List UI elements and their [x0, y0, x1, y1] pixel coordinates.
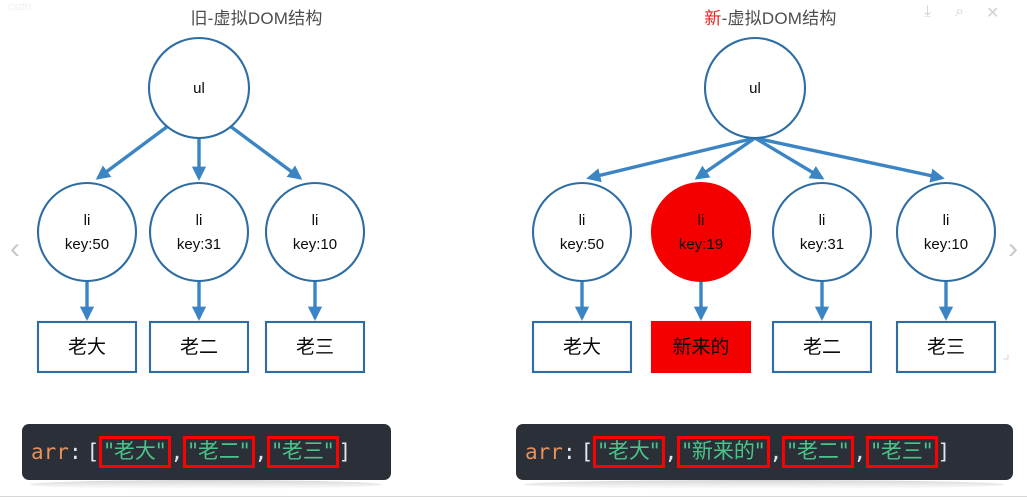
node-li-2-key: key:10: [293, 236, 337, 253]
code-item-1: "老二": [183, 435, 255, 469]
code-item-2: "老二": [782, 435, 854, 469]
close-icon[interactable]: ✕: [986, 4, 1000, 22]
node-li-3[interactable]: li key:10: [895, 181, 997, 283]
code-item-2: "老三": [267, 435, 339, 469]
code-colon: :: [562, 440, 576, 464]
code-item-3: "老三": [866, 435, 938, 469]
edges-children-to-leaves: [574, 281, 954, 321]
node-li-1-tag: li: [196, 212, 203, 229]
node-li-0-key: key:50: [65, 236, 109, 253]
code-comma-1: ,: [254, 440, 268, 464]
edges-root-to-children: [95, 124, 303, 181]
code-open-bracket: [: [580, 440, 594, 464]
panel-old-virtual-dom: 旧-虚拟DOM结构 ul: [0, 0, 513, 500]
node-li-1-key: key:31: [177, 236, 221, 253]
leaf-box-0[interactable]: 老大: [531, 320, 633, 374]
leaf-box-3-label: 老三: [927, 336, 965, 358]
code-comma-2: ,: [853, 440, 867, 464]
node-li-0-tag: li: [84, 212, 91, 229]
code-strip-new: arr:["老大","新来的","老二","老三"]: [516, 424, 1013, 480]
code-item-1: "新来的": [677, 435, 770, 469]
code-item-0: "老大": [99, 435, 171, 469]
node-li-2[interactable]: li key:31: [771, 181, 873, 283]
leaf-box-0[interactable]: 老大: [36, 320, 138, 374]
download-icon[interactable]: ⤓: [924, 2, 932, 20]
leaf-box-1-label: 老二: [180, 336, 218, 358]
code-item-0: "老大": [593, 435, 665, 469]
code-strip-old: arr:["老大","老二","老三"]: [22, 424, 391, 480]
node-li-2-tag: li: [312, 212, 319, 229]
tree-new: ul li key:50 li key:19 li key:31 li key:…: [531, 36, 997, 374]
code-comma-1: ,: [769, 440, 783, 464]
node-li-2-key: key:31: [800, 236, 844, 253]
code-var-name: arr: [31, 440, 69, 464]
leaf-box-0-label: 老大: [68, 336, 106, 358]
node-root-label: ul: [749, 80, 761, 97]
leaf-box-1[interactable]: 老二: [148, 320, 250, 374]
leaf-box-1-new[interactable]: 新来的: [650, 320, 752, 374]
image-viewer-toolbar: ⤓ ⌕ ✕: [924, 0, 1024, 22]
node-li-1-tag: li: [698, 212, 705, 229]
code-comma-0: ,: [170, 440, 184, 464]
next-image-button[interactable]: ›: [1008, 232, 1018, 265]
prev-image-button[interactable]: ‹: [10, 232, 20, 265]
leaf-box-0-label: 老大: [563, 336, 601, 358]
node-root-ul[interactable]: ul: [703, 36, 807, 140]
node-li-0[interactable]: li key:50: [531, 181, 633, 283]
zoom-out-icon[interactable]: ⌕: [955, 2, 964, 20]
panel-old-title-text: 旧-虚拟DOM结构: [190, 9, 323, 28]
code-close-bracket: ]: [338, 440, 352, 464]
leaf-box-1-label: 新来的: [672, 336, 729, 358]
node-root-label: ul: [193, 80, 205, 97]
panel-new-title: 新-虚拟DOM结构: [514, 4, 1027, 29]
leaf-box-2-label: 老二: [803, 336, 841, 358]
panel-old-title: 旧-虚拟DOM结构: [0, 4, 513, 29]
code-open-bracket: [: [86, 440, 100, 464]
node-li-1-new[interactable]: li key:19: [650, 181, 752, 283]
code-colon: :: [68, 440, 82, 464]
code-close-bracket: ]: [937, 440, 951, 464]
edges-children-to-leaves: [79, 281, 323, 321]
node-li-2[interactable]: li key:10: [264, 181, 366, 283]
code-var-name: arr: [525, 440, 563, 464]
node-li-3-key: key:10: [924, 236, 968, 253]
panel-new-title-highlight: 新: [704, 9, 722, 28]
page-divider: [0, 496, 1027, 497]
node-li-3-tag: li: [943, 212, 950, 229]
node-root-ul[interactable]: ul: [147, 36, 251, 140]
edges-root-to-children: [586, 136, 945, 183]
code-comma-0: ,: [664, 440, 678, 464]
node-li-2-tag: li: [819, 212, 826, 229]
panel-new-virtual-dom: 新-虚拟DOM结构 ul: [514, 0, 1027, 500]
leaf-box-2-label: 老三: [296, 336, 334, 358]
leaf-box-2[interactable]: 老二: [771, 320, 873, 374]
code-strip-new-shadow: [524, 480, 1004, 489]
leaf-box-3[interactable]: 老三: [895, 320, 997, 374]
node-li-0-tag: li: [579, 212, 586, 229]
code-strip-old-shadow: [30, 480, 382, 489]
tree-old: ul li key:50 li key:31 li key:10 老大: [36, 36, 366, 374]
node-li-0[interactable]: li key:50: [36, 181, 138, 283]
node-li-0-key: key:50: [560, 236, 604, 253]
panel-new-title-text: -虚拟DOM结构: [721, 9, 837, 28]
leaf-box-2[interactable]: 老三: [264, 320, 366, 374]
node-li-1[interactable]: li key:31: [148, 181, 250, 283]
node-li-1-key: key:19: [679, 236, 723, 253]
watermark: csdn: [8, 1, 32, 13]
